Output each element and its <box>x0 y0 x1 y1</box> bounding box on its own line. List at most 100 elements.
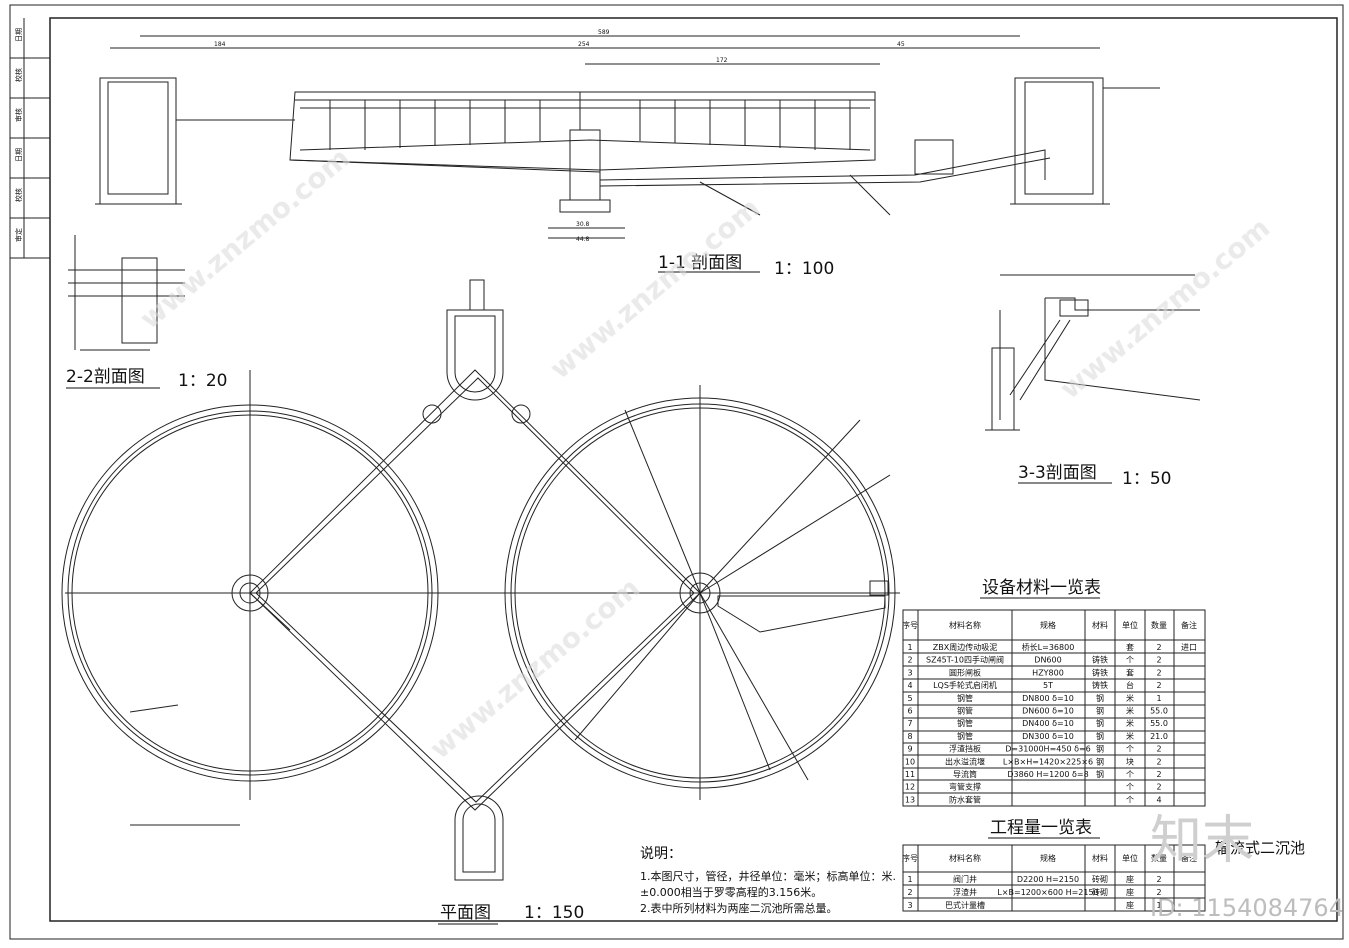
table-cell: 2 <box>1156 643 1161 652</box>
table-cell: 米 <box>1126 706 1134 716</box>
side-strip <box>10 57 50 219</box>
svg-text:校核: 校核 <box>14 68 23 82</box>
table-cell: 55.0 <box>1150 719 1168 728</box>
svg-text:1：20: 1：20 <box>178 371 227 391</box>
svg-text:说明：: 说明： <box>640 846 682 862</box>
plan-view <box>61 279 900 881</box>
table-cell: 个 <box>1126 783 1134 792</box>
table-cell: DN600 <box>1034 656 1061 665</box>
table-header-cell: 备注 <box>1181 620 1197 630</box>
notes-block: 说明： 1.本图尺寸，管径，井径单位：毫米；标高单位：米. ±0.000相当于罗… <box>640 846 896 915</box>
svg-text:45: 45 <box>897 41 905 48</box>
table-cell: 台 <box>1126 680 1134 690</box>
equipment-table <box>902 609 1206 807</box>
table-cell: 防水套管 <box>949 794 981 804</box>
table-cell: 铸铁 <box>1092 680 1108 690</box>
table-header-cell: 序号 <box>902 620 918 630</box>
table-cell: 钢 <box>1096 744 1104 754</box>
table-cell: L×B×H=1420×225×6 <box>1003 757 1093 766</box>
svg-text:1：100: 1：100 <box>774 259 834 279</box>
table-cell: 座 <box>1126 887 1134 897</box>
table-cell: 5 <box>907 694 912 703</box>
table-header-cell: 数量 <box>1151 620 1167 630</box>
table-cell: 钢管 <box>957 731 973 741</box>
drawing-name: 辐流式二沉池 <box>1215 839 1305 857</box>
table-cell: 弯管支撑 <box>949 782 981 792</box>
table-header-cell: 规格 <box>1040 620 1056 630</box>
table-cell: 砖砌 <box>1092 874 1108 884</box>
section-1-1-caption: 1-1 剖面图 1：100 <box>658 253 834 279</box>
table-cell: 个 <box>1126 745 1134 754</box>
table-header-cell: 材料 <box>1092 853 1108 863</box>
table-cell: 钢 <box>1096 693 1104 703</box>
table-cell: 2 <box>1156 745 1161 754</box>
outer-border <box>9 4 1344 940</box>
table-cell: D2200 H=2150 <box>1017 875 1079 884</box>
table-header-cell: 材料 <box>1092 620 1108 630</box>
table-cell: 阀门井 <box>953 874 977 884</box>
table-cell: 出水溢流堰 <box>945 756 985 766</box>
svg-text:3-3剖面图: 3-3剖面图 <box>1018 463 1097 483</box>
table-header-cell: 数量 <box>1151 853 1167 863</box>
table-cell: 浮渣挡板 <box>949 744 981 754</box>
table-cell: 9 <box>907 745 912 754</box>
table-cell: 2 <box>907 888 912 897</box>
svg-text:254: 254 <box>578 41 590 48</box>
table-header-cell: 备注 <box>1181 853 1197 863</box>
table-cell: 套 <box>1126 642 1134 652</box>
table-cell: 浮渣井 <box>953 887 977 897</box>
table-cell: 13 <box>905 795 915 804</box>
table-cell: 米 <box>1126 718 1134 728</box>
svg-text:2-2剖面图: 2-2剖面图 <box>66 367 145 387</box>
svg-text:589: 589 <box>598 29 610 36</box>
table-cell: DN600 δ=10 <box>1022 707 1074 716</box>
table-cell: ZBX周边传动吸泥 <box>933 642 997 652</box>
svg-text:审核: 审核 <box>14 108 23 122</box>
table-cell: 钢 <box>1096 731 1104 741</box>
table-cell: SZ45T-10四手动闸阀 <box>926 655 1004 665</box>
table-cell: 1 <box>907 875 912 884</box>
table-cell: 11 <box>905 770 915 779</box>
table-cell: 10 <box>905 757 915 766</box>
svg-text:1：150: 1：150 <box>524 903 584 923</box>
svg-text:日期: 日期 <box>15 28 23 42</box>
table-cell: 钢管 <box>957 718 973 728</box>
table-cell: D3860 H=1200 δ=8 <box>1007 770 1088 779</box>
table-cell: 铸铁 <box>1092 667 1108 677</box>
table-cell: 圆形闸板 <box>949 667 981 677</box>
table-cell: 2 <box>1156 757 1161 766</box>
table-cell: LQS手轮式启闭机 <box>933 680 997 690</box>
table-cell: 2 <box>1156 770 1161 779</box>
svg-text:校核: 校核 <box>14 188 23 202</box>
table-cell: 钢 <box>1096 756 1104 766</box>
table-cell: 2 <box>1156 668 1161 677</box>
plan-caption: 平面图 1：150 <box>438 903 584 925</box>
table-cell: 米 <box>1126 693 1134 703</box>
table-cell: 2 <box>1156 888 1161 897</box>
svg-text:1-1 剖面图: 1-1 剖面图 <box>658 253 742 273</box>
watermark-text: www.znzmo.com <box>1053 211 1276 405</box>
table-cell: 4 <box>907 681 912 690</box>
brand-watermark: 知末 ID: 1154084764 <box>1150 811 1344 922</box>
svg-text:1.本图尺寸，管径，井径单位：毫米；标高单位：米.: 1.本图尺寸，管径，井径单位：毫米；标高单位：米. <box>640 869 896 883</box>
works-table <box>902 844 1206 912</box>
watermark-text: www.znzmo.com <box>133 141 356 335</box>
svg-text:44.8: 44.8 <box>576 236 590 243</box>
table-cell: 套 <box>1126 667 1134 677</box>
table-header-cell: 材料名称 <box>949 620 981 630</box>
watermark-text: www.znzmo.com <box>423 571 646 765</box>
table-cell: 砖砌 <box>1092 887 1108 897</box>
table-cell: 钢 <box>1096 706 1104 716</box>
table-cell: HZY800 <box>1032 668 1064 677</box>
table-cell: 12 <box>905 783 915 792</box>
table-cell: 进口 <box>1181 643 1197 652</box>
table-cell: 8 <box>907 732 912 741</box>
table-cell: 导流筒 <box>953 769 977 779</box>
section-2-2-caption: 2-2剖面图 1：20 <box>66 367 227 391</box>
table-header-cell: 序号 <box>902 853 918 863</box>
svg-text:172: 172 <box>716 57 728 64</box>
table-cell: 米 <box>1126 731 1134 741</box>
